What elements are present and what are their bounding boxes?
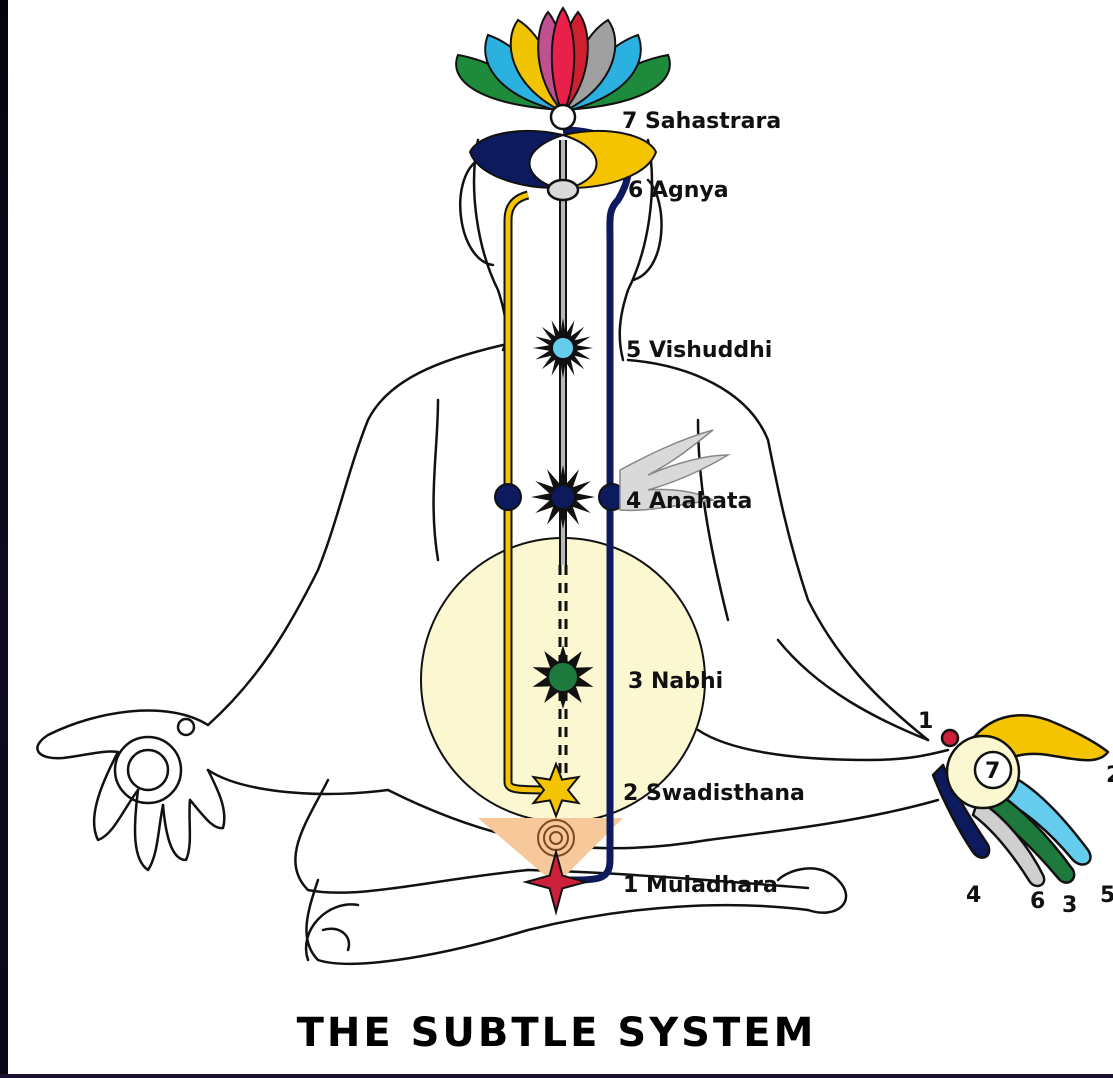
finger-number-4: 4 — [966, 883, 981, 908]
sahastrara-lotus — [456, 8, 670, 115]
label-nabhi: 3 Nabhi — [628, 669, 723, 694]
chakra-vishuddhi — [533, 318, 593, 378]
diagram-title: THE SUBTLE SYSTEM — [0, 1010, 1113, 1056]
finger-number-1: 1 — [918, 709, 933, 734]
chakra-sahastrara — [551, 105, 575, 129]
finger-number-2: 2 — [1106, 763, 1113, 788]
diagram-panel: 7 Sahastrara 6 Agnya 5 Vishuddhi 4 Anaha… — [8, 0, 1113, 1074]
finger-number-6: 6 — [1030, 889, 1045, 914]
palm-number: 7 — [985, 759, 1000, 784]
anahata-left-dot — [495, 484, 521, 510]
finger-number-3: 3 — [1062, 893, 1077, 918]
label-vishuddhi: 5 Vishuddhi — [626, 338, 772, 363]
body-outline — [37, 140, 948, 964]
label-swadisthana: 2 Swadisthana — [623, 781, 805, 806]
label-sahastrara: 7 Sahastrara — [622, 109, 781, 134]
label-anahata: 4 Anahata — [626, 489, 752, 514]
subtle-system-diagram: 7 Sahastrara 6 Agnya 5 Vishuddhi 4 Anaha… — [8, 0, 1113, 1074]
right-hand — [933, 715, 1108, 886]
finger-number-5: 5 — [1100, 883, 1113, 908]
chakra-agnya — [548, 180, 578, 200]
label-muladhara: 1 Muladhara — [623, 873, 778, 898]
label-agnya: 6 Agnya — [628, 178, 729, 203]
